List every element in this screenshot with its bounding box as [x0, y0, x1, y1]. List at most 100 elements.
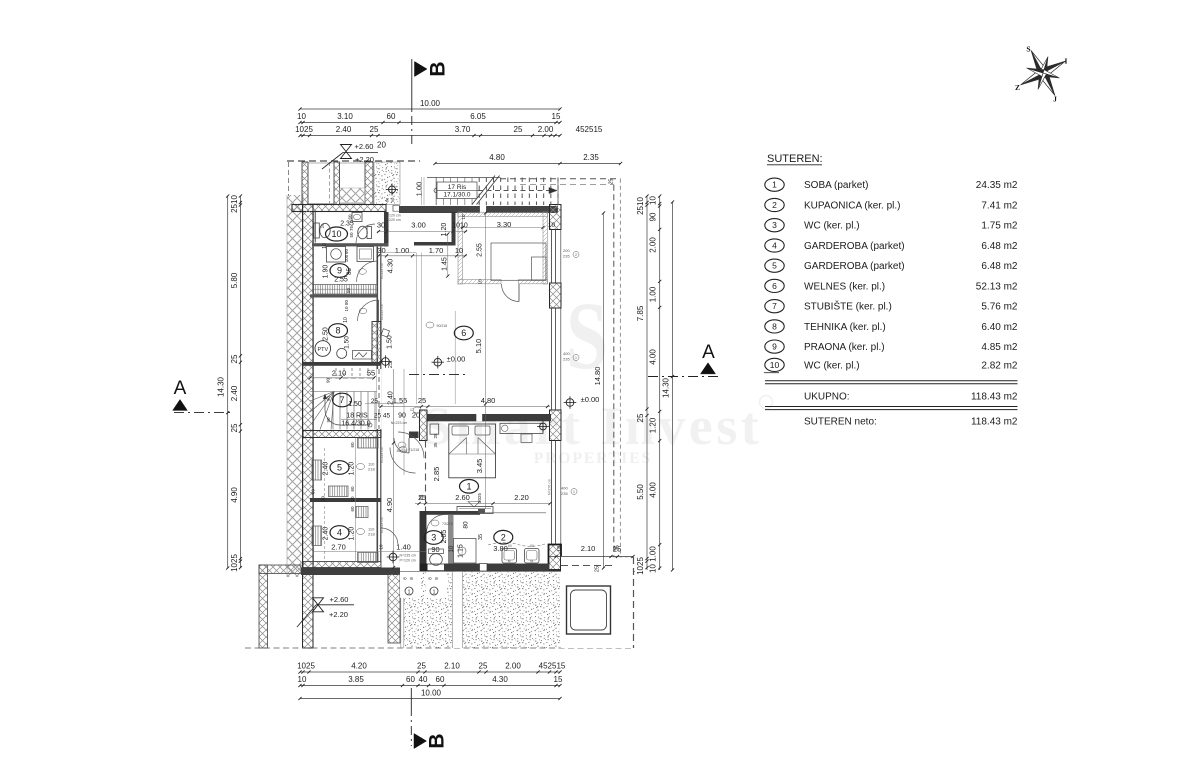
svg-text:2: 2	[575, 253, 577, 257]
svg-text:110: 110	[368, 527, 375, 532]
svg-text:10: 10	[455, 246, 463, 255]
svg-text:15: 15	[552, 112, 561, 121]
svg-text:90: 90	[398, 412, 406, 419]
svg-text:25: 25	[614, 545, 620, 551]
svg-text:60: 60	[508, 544, 512, 548]
svg-text:TEHNIKA (ker. pl.): TEHNIKA (ker. pl.)	[804, 322, 886, 333]
svg-text:80: 80	[463, 521, 470, 529]
svg-text:5.50: 5.50	[636, 484, 645, 500]
svg-text:60: 60	[311, 489, 316, 495]
svg-text:1.00: 1.00	[649, 546, 658, 562]
svg-text:4.90: 4.90	[230, 487, 239, 503]
svg-text:25: 25	[418, 396, 426, 405]
svg-text:1.55: 1.55	[393, 396, 408, 405]
svg-text:2.40: 2.40	[230, 385, 239, 401]
svg-text:J: J	[1053, 95, 1057, 104]
svg-text:4.90: 4.90	[385, 498, 394, 513]
svg-text:+2.20: +2.20	[355, 155, 374, 164]
svg-text:PTV: PTV	[317, 347, 328, 353]
svg-text:110: 110	[368, 462, 375, 467]
svg-text:14.30: 14.30	[662, 377, 671, 398]
svg-text:218: 218	[368, 532, 375, 537]
svg-text:2.20: 2.20	[514, 493, 529, 502]
svg-text:PROPERTIES: PROPERTIES	[534, 450, 653, 467]
svg-text:S: S	[1026, 45, 1030, 54]
svg-text:WELNES (ker. pl.): WELNES (ker. pl.)	[804, 281, 885, 292]
svg-text:1.70: 1.70	[429, 246, 444, 255]
svg-text:±0.00: ±0.00	[581, 395, 600, 404]
svg-text:3.80: 3.80	[493, 544, 508, 553]
svg-text:1.90: 1.90	[322, 265, 329, 279]
svg-text:4.00: 4.00	[649, 482, 658, 498]
svg-text:1.40: 1.40	[396, 543, 411, 552]
svg-text:7.85: 7.85	[636, 305, 645, 321]
svg-text:N=223 cm: N=223 cm	[380, 304, 384, 320]
svg-text:75: 75	[349, 226, 354, 232]
svg-text:5: 5	[772, 261, 777, 271]
svg-text:8: 8	[434, 577, 439, 580]
svg-text:10: 10	[322, 243, 328, 249]
svg-text:10: 10	[461, 214, 466, 220]
svg-text:60: 60	[406, 675, 415, 684]
svg-text:25: 25	[594, 566, 600, 572]
svg-text:9: 9	[772, 342, 777, 352]
svg-text:8: 8	[409, 577, 414, 580]
svg-text:2.55: 2.55	[334, 277, 348, 284]
svg-text:10: 10	[297, 112, 306, 121]
svg-text:4.30: 4.30	[385, 259, 394, 274]
svg-text:50: 50	[349, 232, 354, 238]
svg-text:3.00: 3.00	[411, 221, 426, 230]
svg-text:25 45: 25 45	[374, 412, 391, 419]
svg-text:60: 60	[436, 675, 445, 684]
svg-text:2025: 2025	[477, 492, 482, 503]
svg-text:30: 30	[377, 246, 385, 255]
svg-text:2.10: 2.10	[444, 662, 460, 671]
svg-text:25: 25	[479, 662, 488, 671]
svg-text:4.80: 4.80	[489, 153, 505, 162]
svg-text:25: 25	[418, 495, 426, 502]
svg-text:2: 2	[772, 200, 777, 210]
svg-text:2.35: 2.35	[340, 221, 354, 228]
svg-text:17.1/30.0: 17.1/30.0	[443, 192, 470, 199]
svg-text:PRAONA (ker. pl.): PRAONA (ker. pl.)	[804, 342, 885, 353]
svg-text:I: I	[1065, 57, 1068, 66]
svg-text:6.48 m2: 6.48 m2	[981, 241, 1018, 252]
svg-text:1: 1	[573, 490, 575, 494]
svg-text:5.76 m2: 5.76 m2	[981, 302, 1018, 313]
svg-text:3.10: 3.10	[337, 112, 353, 121]
svg-text:90: 90	[326, 396, 331, 402]
svg-text:1.00: 1.00	[649, 286, 658, 302]
svg-text:1.00: 1.00	[395, 246, 410, 255]
svg-text:3.45: 3.45	[475, 459, 484, 474]
svg-text:90: 90	[431, 545, 439, 554]
svg-text:2.60: 2.60	[455, 493, 470, 502]
svg-text:1.50: 1.50	[386, 335, 393, 349]
svg-text:2: 2	[501, 532, 506, 542]
svg-text:±0.00: ±0.00	[447, 355, 466, 364]
svg-text:20: 20	[377, 141, 386, 150]
svg-text:2.05: 2.05	[441, 530, 448, 544]
svg-text:5: 5	[557, 546, 561, 553]
svg-text:1.20: 1.20	[649, 417, 658, 433]
svg-text:6.05: 6.05	[470, 112, 486, 121]
svg-text:10: 10	[649, 196, 658, 205]
svg-text:8: 8	[403, 577, 408, 580]
svg-text:118.43 m2: 118.43 m2	[971, 417, 1018, 428]
svg-text:6.40 m2: 6.40 m2	[981, 322, 1018, 333]
svg-text:1025: 1025	[230, 554, 239, 572]
svg-text:105: 105	[344, 254, 349, 262]
svg-text:N=223 cm: N=223 cm	[391, 421, 407, 425]
svg-text:1: 1	[575, 356, 577, 360]
svg-text:20: 20	[412, 410, 420, 419]
svg-text:60: 60	[350, 486, 355, 492]
svg-text:Smart Invest: Smart Invest	[422, 396, 762, 456]
svg-text:25: 25	[636, 413, 645, 422]
svg-text:P=120 cm: P=120 cm	[400, 559, 416, 563]
svg-text:60: 60	[350, 442, 355, 448]
svg-text:UKUPNO:: UKUPNO:	[804, 392, 850, 403]
svg-text:25: 25	[230, 423, 239, 432]
svg-text:4.85 m2: 4.85 m2	[981, 342, 1018, 353]
svg-text:Z: Z	[1015, 83, 1020, 92]
svg-text:7.41 m2: 7.41 m2	[981, 201, 1018, 212]
svg-text:3.70: 3.70	[455, 125, 471, 134]
